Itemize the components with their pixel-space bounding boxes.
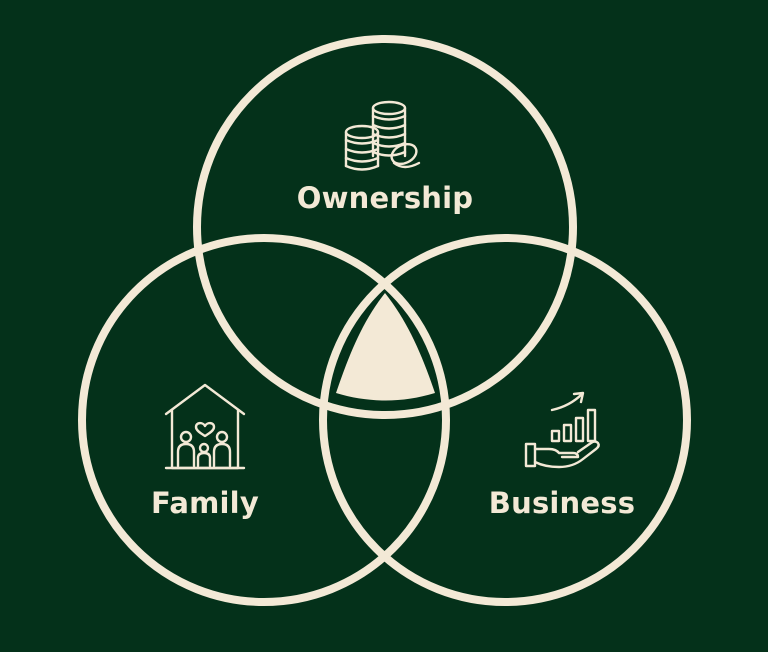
label-family: Family: [151, 486, 259, 520]
center-intersection: [336, 293, 435, 401]
family-house-icon: [164, 383, 246, 470]
coins-stack-icon: [344, 100, 421, 171]
circle-business: [319, 234, 691, 606]
growth-hand-icon: [524, 391, 600, 469]
circle-ownership: [193, 35, 577, 419]
circle-family: [78, 234, 450, 606]
label-ownership: Ownership: [297, 181, 473, 215]
label-business: Business: [489, 486, 635, 520]
